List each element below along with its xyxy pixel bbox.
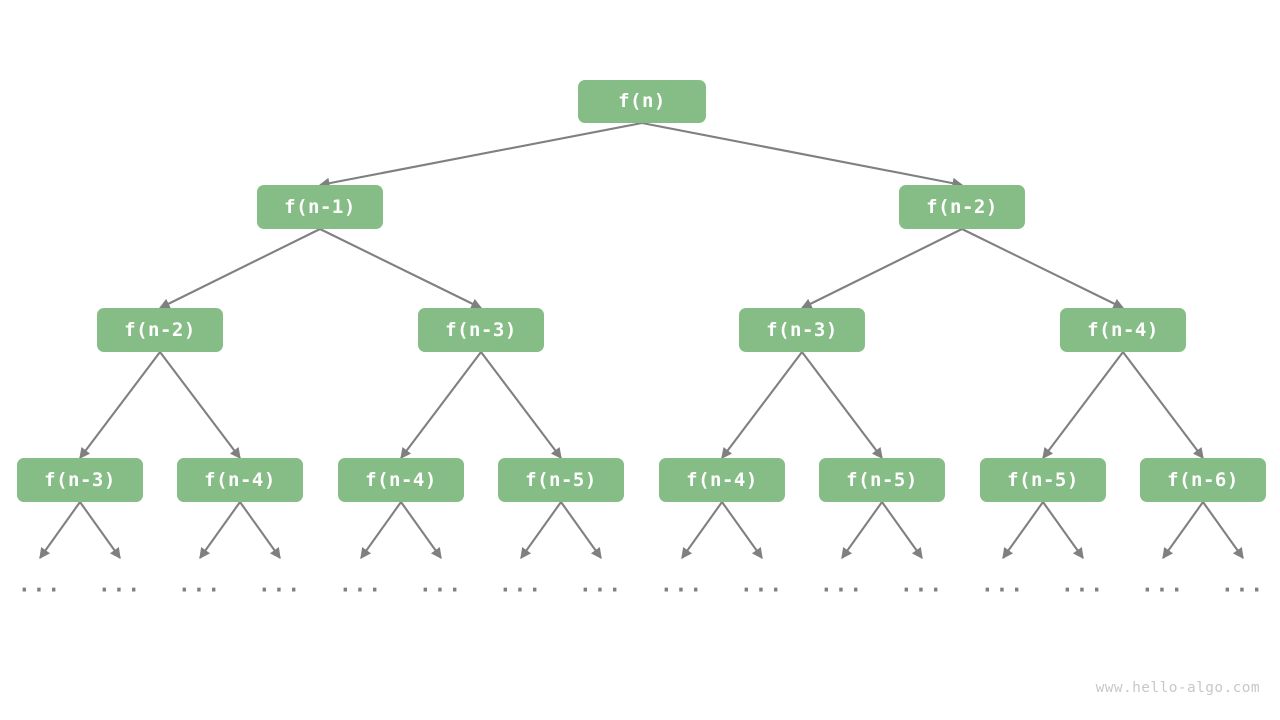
tree-node: f(n-3)	[17, 458, 143, 502]
leaf-edge	[520, 501, 562, 560]
tree-edge	[1122, 351, 1204, 460]
leaf-edge	[1042, 501, 1084, 560]
ellipsis-marker: ...	[339, 572, 383, 597]
leaf-edge	[400, 501, 442, 560]
tree-node: f(n-2)	[97, 308, 223, 352]
tree-edge	[800, 228, 963, 309]
tree-edges	[79, 121, 1204, 460]
leaf-edge	[1002, 501, 1044, 560]
ellipsis-marker: ...	[820, 572, 864, 597]
tree-node: f(n-2)	[899, 185, 1025, 229]
ellipsis-marker: ...	[579, 572, 623, 597]
ellipsis-marker: ...	[18, 572, 62, 597]
ellipsis-marker: ...	[1141, 572, 1185, 597]
tree-node: f(n-5)	[498, 458, 624, 502]
ellipsis-marker: ...	[981, 572, 1025, 597]
ellipsis-marker: ...	[98, 572, 142, 597]
watermark: www.hello-algo.com	[1095, 680, 1260, 696]
tree-node: f(n-6)	[1140, 458, 1266, 502]
leaf-edge	[79, 501, 121, 560]
tree-node: f(n-4)	[177, 458, 303, 502]
leaf-edge	[681, 501, 723, 560]
leaf-edge	[560, 501, 602, 560]
tree-node: f(n)	[578, 79, 706, 123]
leaf-edge	[239, 501, 281, 560]
tree-edge	[480, 351, 562, 460]
tree-node: f(n-4)	[1060, 308, 1186, 352]
tree-edge	[641, 121, 964, 189]
tree-edge	[158, 228, 321, 309]
ellipsis-marker: ...	[499, 572, 543, 597]
tree-edge	[801, 351, 883, 460]
tree-edge	[159, 351, 241, 460]
tree-edge	[318, 121, 643, 189]
tree-edge	[961, 228, 1125, 309]
ellipsis-marker: ...	[900, 572, 944, 597]
tree-edge	[721, 351, 803, 460]
tree-edge	[79, 351, 161, 460]
ellipsis-marker: ...	[178, 572, 222, 597]
tree-node: f(n-4)	[659, 458, 785, 502]
leaf-edge	[1162, 501, 1204, 560]
ellipsis-marker: ...	[258, 572, 302, 597]
tree-edge	[400, 351, 482, 460]
tree-node: f(n-5)	[980, 458, 1106, 502]
tree-edge	[1042, 351, 1124, 460]
leaf-edge	[881, 501, 923, 560]
tree-node: f(n-1)	[257, 185, 383, 229]
ellipsis-marker: ...	[1061, 572, 1105, 597]
leaf-edge	[841, 501, 883, 560]
tree-node: f(n-3)	[418, 308, 544, 352]
leaf-edge	[721, 501, 763, 560]
leaf-edges	[39, 501, 1244, 560]
leaf-edge	[1202, 501, 1244, 560]
leaf-edge	[39, 501, 81, 560]
ellipsis-marker: ...	[419, 572, 463, 597]
tree-node: f(n-5)	[819, 458, 945, 502]
tree-edge	[319, 228, 483, 309]
ellipsis-marker: ...	[660, 572, 704, 597]
tree-node: f(n-3)	[739, 308, 865, 352]
tree-node: f(n-4)	[338, 458, 464, 502]
ellipsis-marker: ...	[1221, 572, 1265, 597]
leaf-edge	[360, 501, 402, 560]
ellipsis-marker: ...	[740, 572, 784, 597]
leaf-edge	[199, 501, 241, 560]
